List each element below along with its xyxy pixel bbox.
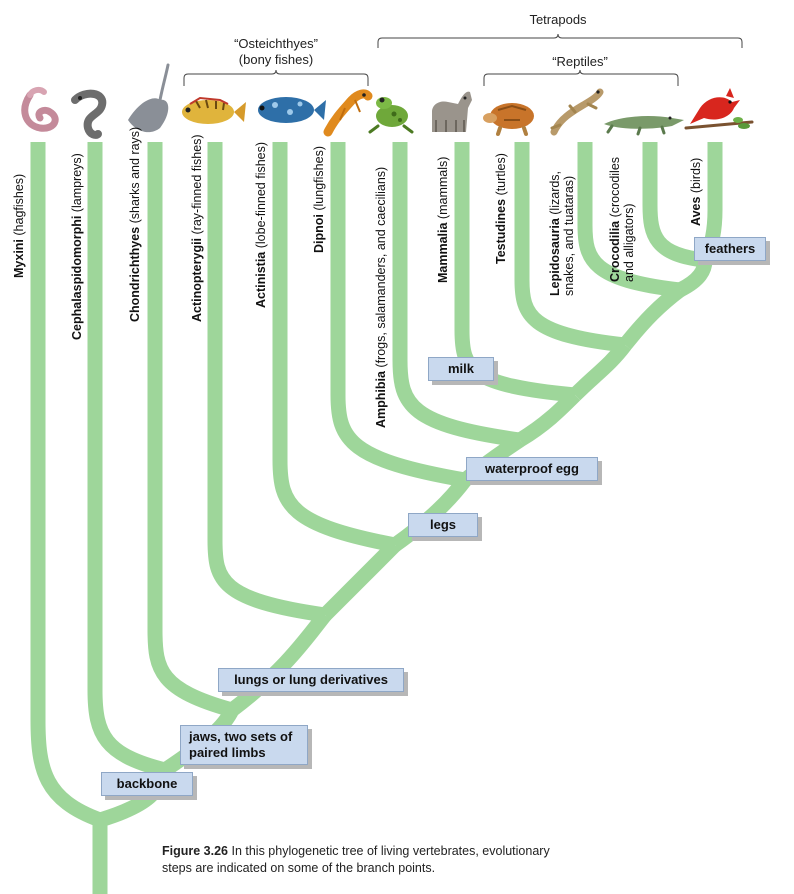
taxon-crocodilia: Crocodilia (crocodiles and alligators)	[608, 156, 636, 282]
crocodile-icon	[604, 116, 684, 136]
reptiles-bracket	[483, 69, 679, 86]
tetrapods-bracket	[377, 33, 743, 48]
branch-archosaur-node	[676, 259, 713, 297]
wolf-icon	[432, 91, 472, 132]
branch-dipnoi	[330, 142, 467, 488]
turtle-icon	[483, 103, 534, 136]
branch-actinistia-node	[319, 539, 401, 621]
branch-lepidosauria	[577, 142, 681, 298]
lamprey-icon	[71, 89, 107, 139]
hagfish-icon	[21, 86, 59, 132]
lungfish-icon	[323, 89, 373, 137]
trait-milk: milk	[428, 357, 494, 381]
branch-lepidosaur-node	[619, 284, 685, 350]
branch-crocodilia	[642, 142, 706, 268]
trait-lungs: lungs or lung derivatives	[218, 668, 404, 692]
tetrapods-label: Tetrapods	[529, 12, 587, 27]
osteichthyes-bracket	[183, 69, 369, 86]
trait-jaws: jaws, two sets of paired limbs	[180, 725, 308, 765]
branch-amphibia	[392, 142, 522, 448]
perch-icon	[182, 96, 246, 124]
branch-testudines	[514, 142, 626, 353]
taxon-dipnoi: Dipnoi (lungfishes)	[312, 146, 326, 253]
branch-cephalaspidomorphi	[87, 142, 167, 778]
taxon-mammalia: Mammalia (mammals)	[436, 156, 450, 283]
trait-legs: legs	[408, 513, 478, 537]
taxon-testudines: Testudines (turtles)	[494, 153, 508, 264]
taxon-cephalaspidomorphi: Cephalaspidomorphi (lampreys)	[70, 153, 84, 340]
figure-caption: Figure 3.26 In this phylogenetic tree of…	[162, 844, 550, 875]
branch-reptile-node	[569, 340, 631, 401]
tree-branches	[30, 142, 723, 894]
branch-chondrichthyes	[147, 142, 235, 718]
taxon-lepidosauria: Lepidosauria (lizards, snakes, and tuata…	[548, 170, 576, 296]
coelacanth-icon	[258, 97, 326, 123]
lizard-icon	[550, 88, 604, 136]
bracket-lines	[183, 33, 743, 86]
branch-actinistia	[272, 142, 397, 553]
ray-icon	[128, 63, 170, 133]
branch-actinopterygii	[207, 142, 327, 623]
branch-mammal-split	[516, 389, 581, 447]
frog-icon	[368, 97, 414, 134]
taxon-amphibia: Amphibia (frogs, salamanders, and caecil…	[374, 166, 388, 428]
taxon-chondrichthyes: Chondrichthyes (sharks and rays)	[128, 126, 142, 322]
osteichthyes-label: “Osteichthyes” (bony fishes)	[234, 36, 318, 67]
trait-backbone: backbone	[101, 772, 193, 796]
branch-lungs-node	[227, 610, 331, 716]
taxon-actinistia: Actinistia (lobe-finned fishes)	[254, 141, 268, 308]
taxon-actinopterygii: Actinopterygii (ray-finned fishes)	[190, 134, 204, 322]
taxon-myxini: Myxini (hagfishes)	[12, 173, 26, 278]
trait-waterproof-egg: waterproof egg	[466, 457, 598, 481]
trait-feathers: feathers	[694, 237, 766, 261]
branch-myxini	[30, 142, 103, 828]
cardinal-icon	[684, 88, 754, 130]
reptiles-label: “Reptiles”	[552, 54, 608, 69]
taxon-aves: Aves (birds)	[689, 157, 703, 226]
